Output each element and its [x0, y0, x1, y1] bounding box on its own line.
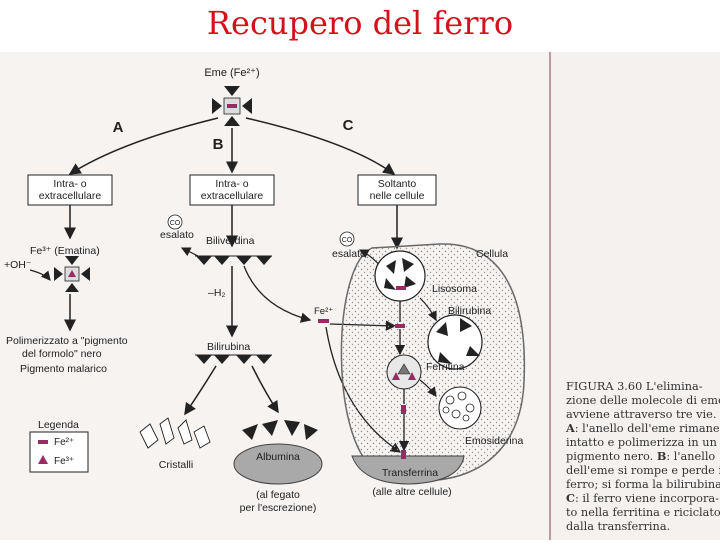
- arrow-bilirubin-to-albumin: [251, 365, 279, 414]
- caption-line-6: pigmento nero. B: l'anello: [566, 449, 715, 463]
- caption-text-8: : il ferro viene incorpora-: [575, 492, 719, 505]
- caption-text-0: L'elimina-: [646, 380, 703, 393]
- co-label-C: CO: [342, 237, 353, 244]
- caption-text-5: pigmento nero.: [566, 450, 657, 463]
- arrow-heme-to-A: [68, 117, 219, 175]
- caption-line-9: C: il ferro viene incorpora-: [566, 491, 719, 505]
- arrow-oh: [29, 269, 51, 281]
- legend-fe3-swatch: [38, 455, 48, 464]
- transferrin-fe-marker: [401, 450, 406, 459]
- albumin-label: Albumina: [256, 451, 300, 463]
- lysosome-label: Lisosoma: [432, 283, 477, 295]
- caption-line-4: A: l'anello dell'eme rimane: [565, 421, 720, 435]
- box-A-line2: extracellulare: [39, 190, 102, 202]
- legend-title: Legenda: [38, 419, 79, 431]
- cell-bilirubin-chain-icon: [436, 318, 480, 364]
- legend-fe2-swatch: [38, 440, 48, 444]
- path-label-C: C: [343, 117, 354, 134]
- bilirubin-label: Bilirubina: [207, 341, 250, 353]
- biliverdin-chain-icon: [195, 255, 272, 265]
- albumin-blob: [233, 443, 323, 485]
- heme-label: Eme (Fe²⁺): [204, 67, 259, 79]
- biliverdin-label: Biliverdina: [206, 235, 255, 247]
- heme-molecule-icon: [212, 86, 252, 126]
- malaria-pigment-label: Pigmento malarico: [20, 363, 107, 375]
- hemosiderin-vesicle: [438, 386, 482, 430]
- co-icon-B: [167, 214, 183, 230]
- cell-bilirubin-label: Bilirubina: [448, 305, 491, 317]
- hemosiderin-aggregate-icon: [442, 391, 475, 422]
- figure-caption: FIGURA 3.60 L'elimina- zione delle molec…: [565, 380, 720, 533]
- path-label-A: A: [113, 119, 124, 136]
- caption-bold-B: B: [657, 449, 667, 463]
- exhaled-label-C: esalato: [332, 248, 366, 260]
- arrow-co-exhale-B: [180, 247, 199, 257]
- box-B: [189, 174, 275, 206]
- caption-line-3: avviene attraverso tre vie.: [566, 408, 716, 421]
- hematin-label: Fe³⁺ (Ematina): [30, 245, 100, 257]
- box-B-line2: extracellulare: [201, 190, 264, 202]
- caption-line-2: zione delle molecole di eme: [566, 394, 720, 407]
- box-C-line1: Soltanto: [378, 178, 417, 190]
- fe2-free-label: Fe²⁺: [314, 306, 333, 317]
- legend: Legenda Fe²⁺ Fe³⁺: [29, 419, 89, 473]
- albumin-bilirubin-chain-icon: [242, 420, 318, 440]
- minus-h2-label: –H₂: [208, 287, 226, 299]
- cell-body: [340, 243, 526, 482]
- caption-line-7: dell'eme si rompe e perde il: [566, 464, 720, 477]
- arrow-lysosome-to-bilirubin: [419, 297, 437, 322]
- lysosome-fe2-marker: [396, 286, 406, 290]
- arrow-bilirubin-to-crystals: [184, 365, 217, 416]
- diagram-svg: Eme (Fe²⁺) A B C Intra- o extracellulare…: [0, 52, 720, 540]
- lysosome: [374, 250, 426, 302]
- arrow-heme-to-C: [245, 117, 396, 175]
- path-label-B: B: [213, 136, 224, 153]
- ferritin-iron-icon: [392, 363, 416, 380]
- caption-text-3: : l'anello dell'eme rimane: [575, 422, 720, 435]
- caption-line-1: FIGURA 3.60 L'elimina-: [566, 380, 703, 393]
- caption-bold-C: C: [566, 491, 575, 505]
- polymer-line1: Polimerizzato a "pigmento: [6, 335, 128, 347]
- co-icon-C: [339, 231, 355, 247]
- slide-title: Recupero del ferro: [206, 4, 514, 42]
- transferrin-label: Transferrina: [382, 467, 438, 479]
- transferrin-note: (alle altre cellule): [372, 486, 451, 498]
- co-label-B: CO: [170, 220, 181, 227]
- cell-label: Cellula: [476, 248, 508, 260]
- hemosiderin-label: Emosiderina: [465, 435, 524, 447]
- albumin-note-line1: (al fegato: [256, 489, 300, 501]
- albumin-note-line2: per l'escrezione): [240, 502, 317, 514]
- legend-fe2-label: Fe²⁺: [54, 437, 74, 448]
- box-A-line1: Intra- o: [53, 178, 86, 190]
- arrow-ferritin-to-hemosiderin: [419, 379, 437, 397]
- lysosome-heme-icon: [384, 258, 416, 290]
- ferritin-label: Ferritina: [426, 361, 465, 373]
- bilirubin-chain-icon: [195, 354, 272, 364]
- caption-figure-label: FIGURA 3.60: [566, 380, 642, 393]
- polymer-line2: del formolo" nero: [22, 348, 102, 360]
- caption-line-8: ferro; si forma la bilirubina.: [566, 478, 720, 491]
- arrow-biliverdin-to-fe2: [243, 265, 312, 323]
- ferritin-fe-marker: [401, 405, 406, 414]
- caption-line-11: dalla transferrina.: [566, 520, 670, 533]
- legend-fe3-label: Fe³⁺: [54, 456, 74, 467]
- caption-text-5b: : l'anello: [666, 450, 715, 463]
- cell-fe2-marker: [395, 324, 405, 328]
- crystals-icon: [139, 417, 211, 449]
- crystals-label: Cristalli: [159, 459, 193, 471]
- transferrin-shape: [351, 455, 465, 485]
- box-C-line2: nelle cellule: [370, 190, 425, 202]
- box-B-line1: Intra- o: [215, 178, 248, 190]
- oh-label: +OH⁻: [4, 259, 32, 271]
- exhaled-label-B: esalato: [160, 229, 194, 241]
- caption-line-5: intatto e polimerizza in un: [566, 436, 717, 449]
- heme-elimination-figure: Eme (Fe²⁺) A B C Intra- o extracellulare…: [0, 52, 720, 540]
- legend-box: [29, 431, 89, 473]
- hematin-molecule-icon: [54, 256, 90, 292]
- caption-line-10: to nella ferritina e riciclato: [566, 506, 720, 519]
- fe2-free-marker: [318, 319, 329, 323]
- caption-bold-A: A: [565, 421, 575, 435]
